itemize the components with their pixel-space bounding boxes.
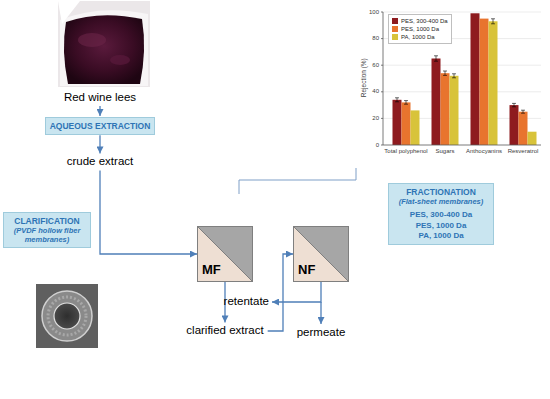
tick-label: 100 (369, 9, 379, 16)
chart-axes (381, 12, 541, 145)
legend-text: PES, 1000 Da (401, 26, 439, 32)
tick-label: 20 (372, 115, 379, 122)
category-label: Total polyphenol (384, 148, 427, 155)
box-text: PES, 300-400 Da (393, 210, 489, 220)
material-label: Red wine lees (64, 91, 136, 104)
box-title: CLARIFICATION (8, 216, 86, 226)
legend-swatch (392, 18, 398, 24)
box-title: FRACTIONATION (393, 187, 489, 197)
grid-line (383, 65, 541, 66)
bar (393, 100, 402, 145)
box-text: (Flat-sheet membranes) (393, 197, 489, 206)
filter-paper (60, 10, 148, 86)
category-label: Resveratrol (508, 148, 539, 155)
fiber-lumen (54, 303, 80, 329)
legend-swatch (392, 26, 398, 32)
bar (411, 110, 420, 145)
legend-text: PES, 300-400 Da (401, 18, 448, 24)
connector-line (100, 171, 197, 254)
legend-row: PES, 1000 Da (392, 25, 448, 33)
bar (441, 73, 450, 145)
membrane-unit: MF (197, 226, 253, 282)
chart-legend: PES, 300-400 Da PES, 1000 Da PA, 1000 Da (388, 14, 452, 44)
fiber-pores (48, 297, 86, 335)
flow-arrow (99, 106, 100, 116)
stream-label: permeate (297, 326, 346, 339)
step-box: FRACTIONATION(Flat-sheet membranes) PES, … (388, 183, 494, 245)
bar (471, 13, 480, 145)
flow-arrow (320, 302, 321, 324)
lees-photo (58, 1, 150, 87)
membrane-upper (294, 227, 348, 281)
category-label: Anthocyanins (466, 148, 502, 155)
edge-label: crude extract (65, 155, 135, 168)
category-label: Sugars (435, 148, 454, 155)
bar (528, 132, 537, 145)
axis-title: Rejection (%) (360, 58, 367, 97)
legend-row: PA, 1000 Da (392, 33, 448, 41)
stream-label: retentate (224, 295, 269, 308)
tick-label: 40 (372, 88, 379, 95)
hollow-fiber-sem (36, 284, 98, 348)
x-axis (383, 145, 541, 146)
lees-highlight (78, 33, 106, 47)
tick-label: 80 (372, 35, 379, 42)
box-title: MF (202, 263, 221, 277)
sem-ground (36, 284, 98, 348)
photo-ground (58, 1, 150, 87)
membrane-line (294, 227, 348, 281)
tick-marks (381, 12, 383, 145)
membrane-lower (294, 227, 348, 281)
tick-label: 60 (372, 62, 379, 69)
membrane-unit: NF (293, 226, 349, 282)
paper-fold (58, 1, 80, 24)
edge-label: clarified extract (184, 324, 265, 337)
tick-label: 0 (376, 142, 379, 149)
connector (100, 135, 197, 254)
process-box: AQUEOUS EXTRACTION (45, 117, 156, 135)
membrane-line (198, 227, 252, 281)
flow-arrows (100, 106, 356, 324)
bar (519, 112, 528, 145)
legend-text: PA, 1000 Da (401, 34, 435, 40)
box-text: (PVDF hollow fiber membranes) (8, 226, 86, 244)
y-axis (383, 12, 384, 145)
legend-swatch (392, 34, 398, 40)
bar-chart (381, 12, 541, 145)
bar (480, 19, 489, 145)
membrane-lower (198, 227, 252, 281)
connector-line (99, 135, 100, 153)
bracket-line (239, 168, 356, 194)
grid-line (383, 12, 541, 13)
bar (432, 59, 441, 146)
lees-highlight (110, 55, 130, 65)
wine-lees (64, 15, 144, 84)
legend-row: PES, 300-400 Da (392, 17, 448, 25)
step-box: CLARIFICATION(PVDF hollow fiber membrane… (3, 212, 91, 248)
box-title: NF (298, 263, 315, 277)
connector-line (268, 254, 293, 331)
box-text: PA, 1000 Da (393, 231, 489, 241)
grid-line (383, 91, 541, 92)
bar (510, 105, 519, 145)
bar (402, 102, 411, 145)
membrane-upper (198, 227, 252, 281)
box-title: AQUEOUS EXTRACTION (50, 121, 151, 131)
bar (450, 76, 459, 145)
fiber-wall (42, 291, 92, 341)
flow-arrow (272, 282, 321, 302)
box-text: PES, 1000 Da (393, 221, 489, 231)
bar (489, 21, 498, 145)
